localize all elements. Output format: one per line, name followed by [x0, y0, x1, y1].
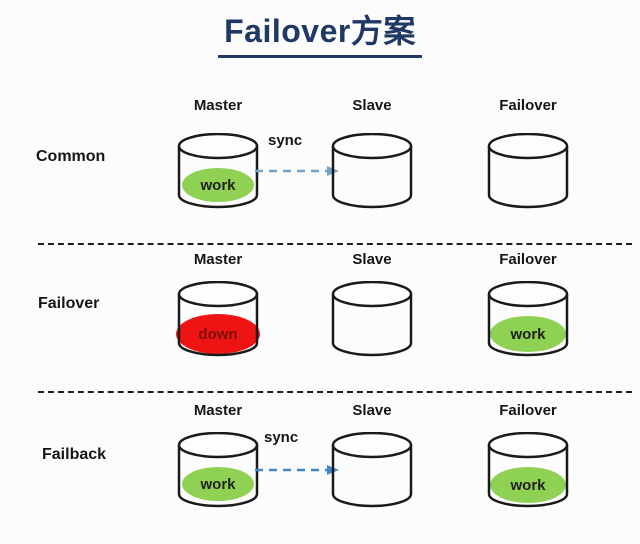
cylinder-body: [177, 146, 259, 209]
row-label-failover: Failover: [38, 295, 100, 312]
database-cylinder-failover: work: [487, 281, 569, 357]
cylinder-top: [331, 281, 413, 308]
column-header-slave: Slave: [352, 402, 392, 419]
status-label: down: [198, 326, 237, 343]
database-cylinder-failover: work: [487, 432, 569, 508]
cylinder-body: [177, 294, 259, 357]
database-cylinder-master: work: [177, 133, 259, 209]
status-fill: [490, 316, 566, 352]
database-cylinder-master: down: [176, 281, 260, 357]
title-wrap: Failover方案: [0, 6, 640, 58]
column-header-slave: Slave: [352, 251, 392, 268]
separator-line: [38, 243, 632, 245]
column-header-failover: Failover: [499, 251, 557, 268]
row-label-common: Common: [36, 148, 106, 165]
cylinder-body: [331, 294, 413, 357]
column-header-master: Master: [193, 402, 243, 419]
status-fill: [182, 168, 254, 202]
cylinder-body: [487, 445, 569, 508]
cylinder-body: [487, 146, 569, 209]
column-header-failover: Failover: [499, 402, 557, 419]
cylinder-top: [487, 133, 569, 160]
database-cylinder-failover: [487, 133, 569, 209]
cylinder-top: [177, 432, 259, 459]
database-cylinder-slave: [331, 432, 413, 508]
cylinder-body: [331, 445, 413, 508]
separator-line: [38, 391, 632, 393]
cylinder-top: [487, 281, 569, 308]
sync-label: sync: [264, 429, 299, 446]
column-header-failover: Failover: [499, 97, 557, 114]
column-header-master: Master: [193, 251, 243, 268]
cylinder-body: [331, 146, 413, 209]
sync-arrow: [255, 465, 339, 475]
cylinder-top: [177, 133, 259, 160]
status-label: work: [509, 477, 546, 494]
status-fill: [490, 467, 566, 503]
status-fill: [182, 467, 254, 501]
cylinder-top: [331, 432, 413, 459]
column-header-master: Master: [193, 97, 243, 114]
cylinder-body: [177, 445, 259, 508]
database-cylinder-master: work: [177, 432, 259, 508]
cylinder-body: [487, 294, 569, 357]
sync-arrow: [255, 166, 339, 176]
cylinder-top: [331, 133, 413, 160]
database-cylinder-slave: [331, 281, 413, 357]
cylinder-top: [487, 432, 569, 459]
cylinder-top: [177, 281, 259, 308]
column-header-slave: Slave: [352, 97, 392, 114]
page-title: Failover方案: [218, 6, 422, 58]
status-label: work: [199, 177, 236, 194]
status-label: work: [199, 476, 236, 493]
sync-label: sync: [268, 132, 303, 149]
database-cylinder-slave: [331, 133, 413, 209]
status-fill: [176, 314, 260, 354]
row-label-failback: Failback: [42, 446, 107, 463]
status-label: work: [509, 326, 546, 343]
